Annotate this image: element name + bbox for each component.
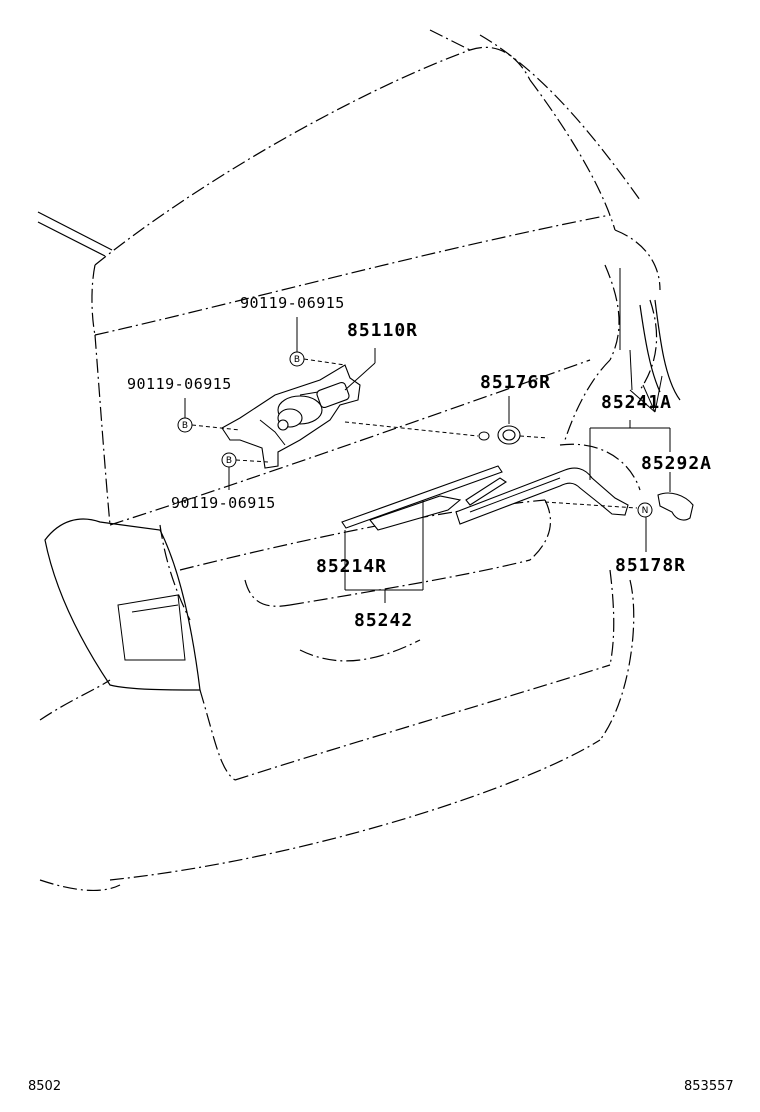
bolt-marker-bottom-letter: B — [226, 456, 232, 466]
label-85214r: 85214R — [316, 556, 387, 577]
wiper-motor-85110r — [221, 364, 361, 469]
footer-illustration-code: 853557 — [684, 1079, 734, 1094]
bolt-marker-top-letter: B — [294, 355, 300, 365]
bolt-marker-top: B — [289, 351, 305, 367]
label-85178r: 85178R — [615, 555, 686, 576]
wiper-blade-85214r — [341, 465, 508, 531]
cover-cap-85292a — [657, 492, 694, 521]
bolt-marker-bottom: B — [221, 452, 237, 468]
wiper-arm-85241a — [455, 467, 629, 525]
label-90119-left: 90119-06915 — [127, 375, 232, 393]
label-85241a: 85241A — [601, 392, 672, 413]
label-85176r: 85176R — [480, 372, 551, 393]
nut-marker: N — [637, 502, 653, 518]
label-90119-top: 90119-06915 — [240, 294, 345, 312]
leader-lines — [184, 317, 671, 603]
bolt-marker-left: B — [177, 417, 193, 433]
fastener-markers: B B B N — [177, 351, 653, 518]
nut-marker-letter: N — [642, 506, 649, 516]
grommet-85176r — [478, 425, 521, 445]
footer-group-code: 8502 — [28, 1079, 61, 1094]
label-85242: 85242 — [354, 610, 413, 631]
label-85110r: 85110R — [347, 320, 418, 341]
part-labels: 90119-06915 85110R 90119-06915 90119-069… — [127, 294, 712, 631]
label-85292a: 85292A — [641, 453, 712, 474]
label-90119-bottom: 90119-06915 — [171, 494, 276, 512]
vehicle-body-outline — [37, 29, 681, 892]
bolt-marker-left-letter: B — [182, 421, 188, 431]
